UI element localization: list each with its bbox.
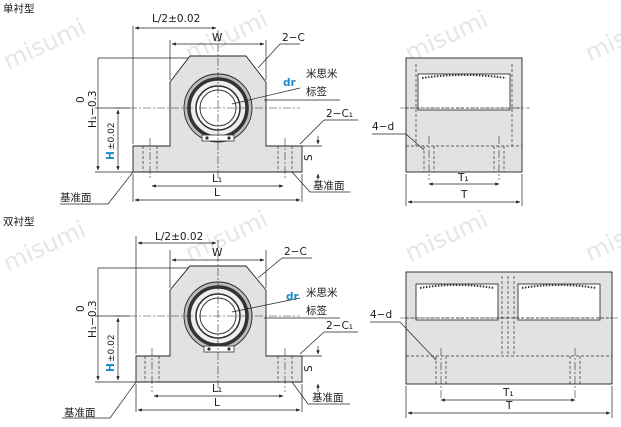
side-hole: 4−d <box>370 309 392 321</box>
watermark: misumi <box>581 205 621 267</box>
rice-mark: 米思米 <box>306 286 338 299</box>
single-section: 单衬型 L/2±0.02 <box>3 2 530 206</box>
single-dimensions: L/2±0.02 W 2−C dr 米思米 标签 2−C₁ 0 <box>60 13 358 205</box>
rice-mark: 米思米 <box>306 67 338 80</box>
dim-T1: T₁ <box>502 387 514 399</box>
dim-T: T <box>460 189 468 201</box>
double-side-view: 4−d T₁ T <box>370 271 618 418</box>
watermark: misumi <box>401 205 492 267</box>
single-front-view <box>115 30 303 180</box>
dim-H: H <box>105 151 117 160</box>
dim-W: W <box>212 247 223 259</box>
dim-half-L: L/2±0.02 <box>152 13 200 25</box>
dim-L1: L₁ <box>212 173 222 185</box>
dr-label: dr <box>286 291 300 303</box>
dim-L: L <box>214 397 220 409</box>
double-dimensions: L/2±0.02 W 2−C dr 米思米 标签 2−C₁ 0 <box>62 231 358 419</box>
dim-L: L <box>214 187 220 199</box>
dim-T1: T₁ <box>457 172 469 184</box>
label-mark: 标签 <box>306 85 327 98</box>
section-title-double: 双衬型 <box>3 215 35 228</box>
clip-dot <box>227 347 231 351</box>
dim-S: S <box>303 365 315 372</box>
dr-label: dr <box>283 77 297 89</box>
side-bore <box>417 73 511 111</box>
clip-dot <box>227 136 231 140</box>
base-surface-right: 基准面 <box>313 179 345 192</box>
double-section: 双衬型 L/2±0.02 <box>3 215 618 419</box>
watermark: misumi <box>0 13 90 75</box>
dim-H-tol: ±0.02 <box>107 122 117 150</box>
side-hole: 4−d <box>372 121 394 133</box>
dim-H1: H₁−0.3 <box>87 300 99 338</box>
dim-H: H <box>105 363 117 372</box>
single-side-view: 4−d T₁ T <box>372 57 530 206</box>
dim-H-tol: ±0.02 <box>107 334 117 362</box>
dim-L1: L₁ <box>212 383 222 395</box>
label-mark: 标签 <box>306 304 327 317</box>
chamfer-C: 2−C <box>284 246 307 258</box>
dim-H1: H₁−0.3 <box>87 90 99 128</box>
ball-track-left <box>419 284 495 289</box>
dim-H1-zero: 0 <box>75 305 87 312</box>
dim-T: T <box>505 400 513 412</box>
watermark-layer: misumi misumi misumi misumi misumi misum… <box>0 5 621 277</box>
retainer-clip <box>203 345 235 353</box>
side-bore-left <box>415 283 499 321</box>
base-surface-left: 基准面 <box>64 406 96 419</box>
side-bore-right <box>517 283 601 321</box>
ball-track-right <box>521 284 597 289</box>
clip-dot <box>207 347 211 351</box>
chamfer-C1: 2−C₁ <box>326 320 353 332</box>
dim-W: W <box>212 32 223 44</box>
dim-half-L: L/2±0.02 <box>155 231 203 243</box>
clip-dot <box>205 136 209 140</box>
base-surface-right: 基准面 <box>312 391 344 404</box>
double-front-view <box>115 240 303 392</box>
watermark: misumi <box>581 5 621 67</box>
base-surface-left: 基准面 <box>60 191 92 204</box>
chamfer-C: 2−C <box>282 32 305 44</box>
chamfer-C1: 2−C₁ <box>326 108 353 120</box>
dim-H1-zero: 0 <box>75 96 87 103</box>
ball-track <box>421 74 507 79</box>
section-title-single: 单衬型 <box>3 2 35 15</box>
dim-S: S <box>303 154 315 161</box>
